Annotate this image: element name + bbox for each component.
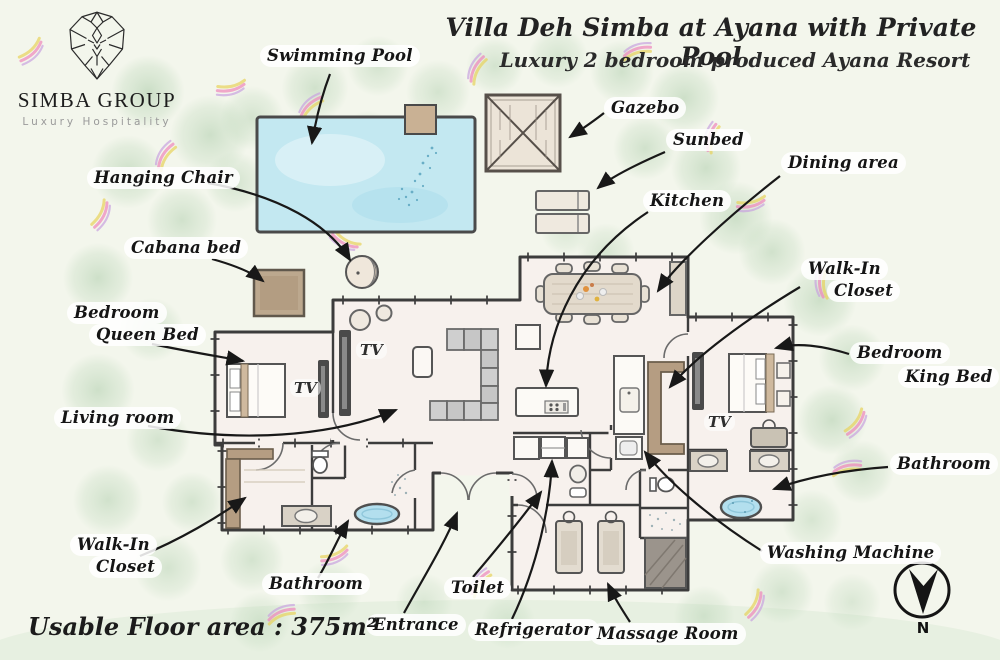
arrow-kitchen: [538, 211, 649, 389]
brand-tagline: Luxury Hospitality: [22, 116, 172, 128]
utility-row: [513, 436, 589, 498]
sofa: [429, 328, 499, 421]
cabana-bed: [252, 268, 306, 318]
brand-logo: SIMBA GROUP Luxury Hospitality: [14, 10, 180, 128]
pool-step: [404, 104, 437, 135]
arrow-cabana-bed: [211, 257, 265, 283]
arrow-entrance: [403, 510, 459, 614]
label-living-room: Living room: [54, 407, 182, 430]
label-entrance: Entrance: [366, 614, 466, 637]
bathtub: [719, 494, 763, 520]
arrow-massage-room: [607, 582, 631, 623]
label-walk-in-closet-right-line2: Closet: [827, 280, 901, 303]
arrow-bedroom-queen: [151, 342, 246, 366]
arrow-bedroom-king: [773, 336, 850, 356]
tv-marker-king-bedroom: TV: [704, 413, 735, 431]
arrow-refrigerator: [511, 458, 559, 620]
tv-marker-queen-bedroom: TV: [290, 379, 321, 397]
label-kitchen: Kitchen: [643, 190, 732, 213]
lion-logo-icon: [69, 11, 125, 80]
label-walk-in-closet-left-line1: Walk-In: [70, 534, 157, 557]
arrow-washing-machine: [643, 450, 763, 552]
label-bathroom-right: Bathroom: [890, 453, 999, 476]
sunbeds: [535, 190, 590, 234]
label-bathroom-left: Bathroom: [262, 573, 371, 596]
label-walk-in-closet-right-line1: Walk-In: [801, 258, 888, 281]
arrow-bathroom-right: [771, 465, 889, 491]
king-bedroom: [692, 352, 791, 448]
label-bedroom-queen-line1: Bedroom: [67, 302, 167, 325]
arrow-sunbed: [596, 150, 666, 190]
tv-marker-living-room: TV: [356, 341, 387, 359]
coffee-table: [412, 346, 433, 378]
label-gazebo: Gazebo: [604, 97, 687, 120]
arrow-walk-in-closet-right: [668, 286, 801, 389]
brand-name: SIMBA GROUP: [17, 88, 177, 112]
label-cabana-bed: Cabana bed: [124, 237, 249, 260]
compass-icon: [893, 561, 951, 619]
page-title: Villa Deh Simba at Ayana with Private Po…: [445, 13, 977, 71]
toilet-fixture: [569, 487, 587, 498]
label-toilet: Toilet: [444, 577, 512, 600]
compass-north-label: N: [916, 619, 930, 637]
wall-ticks: [210, 252, 798, 595]
side-table: [515, 324, 541, 350]
dresser: [226, 448, 274, 460]
bench: [750, 427, 788, 448]
arrow-living-room: [147, 408, 399, 437]
usable-floor-area: Usable Floor area : 375m²: [28, 612, 378, 641]
label-dining-area: Dining area: [781, 152, 906, 175]
shower-speckles: [649, 512, 681, 531]
dining-cabinet: [669, 261, 687, 316]
gazebo: [484, 93, 562, 173]
arrow-toilet: [472, 490, 543, 578]
label-bedroom-king-line2: King Bed: [898, 366, 1000, 389]
page-subtitle: Luxury 2 bedroom produced Ayana Resort: [499, 48, 971, 72]
kitchen: [515, 355, 645, 435]
label-massage-room: Massage Room: [590, 623, 746, 646]
massage-storage: [644, 537, 687, 589]
arrow-dining-area: [656, 175, 781, 293]
toilet-sink: [569, 464, 587, 484]
living-room: [339, 304, 541, 421]
left-bathtub: [353, 502, 401, 526]
arrow-bathroom-left: [317, 519, 350, 579]
massage-room: [555, 510, 687, 589]
label-hanging-chair: Hanging Chair: [87, 167, 240, 190]
swimming-pool: [255, 104, 477, 234]
pool-sparkles: [397, 146, 438, 207]
hanging-chair: [345, 255, 379, 289]
label-bedroom-queen-line2: Queen Bed: [89, 324, 206, 347]
queen-bedroom: [226, 360, 329, 418]
walk-in-closet-left-wardrobe: [225, 458, 241, 529]
powder-toilet: [657, 476, 675, 493]
label-bedroom-king-line1: Bedroom: [850, 342, 950, 365]
left-toilet: [312, 456, 328, 474]
arrow-gazebo: [568, 112, 605, 139]
label-washing-machine: Washing Machine: [760, 542, 942, 565]
label-walk-in-closet-left-line2: Closet: [89, 556, 163, 579]
label-sunbed: Sunbed: [666, 129, 751, 152]
right-bathroom: [689, 450, 790, 520]
dining-set: [535, 261, 687, 325]
label-refrigerator: Refrigerator: [468, 619, 600, 642]
left-wing: [225, 448, 408, 529]
arrow-swimming-pool: [307, 73, 332, 146]
label-swimming-pool: Swimming Pool: [260, 45, 420, 68]
